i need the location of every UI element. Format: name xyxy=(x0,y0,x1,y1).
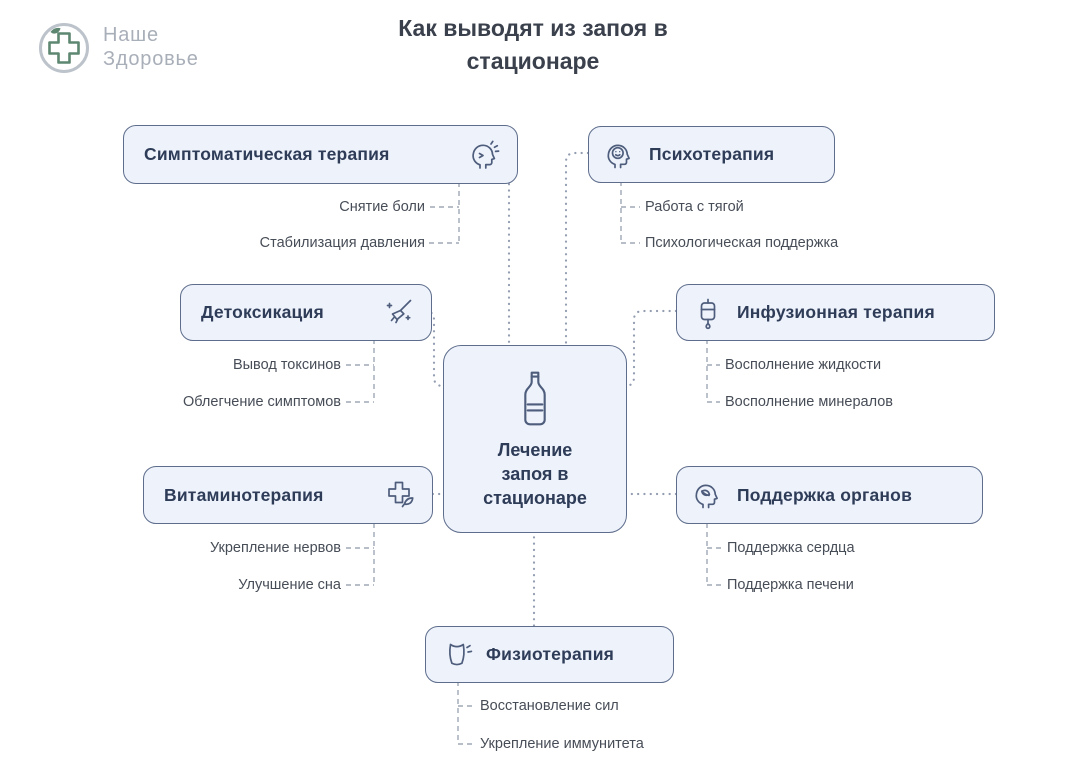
sub-item-nerve-strengthening: Укрепление нервов xyxy=(209,540,341,556)
sub-item-mineral-replenishment: Восполнение минералов xyxy=(725,394,893,410)
branch-label: Психотерапия xyxy=(649,144,775,164)
logo: Наше Здоровье xyxy=(36,20,199,76)
subitem-connectors-right xyxy=(620,181,722,586)
subitem-connectors-bottom xyxy=(457,681,475,745)
page-title-line2: стационаре xyxy=(466,47,600,74)
central-label-line3: стационаре xyxy=(483,488,587,509)
central-node: Лечение запоя в стационаре xyxy=(443,345,627,533)
branch-node-organ-support: Поддержка органов xyxy=(676,466,983,524)
sub-item-pressure-stabilization: Стабилизация давления xyxy=(259,235,425,251)
central-node-label: Лечение запоя в стационаре xyxy=(483,438,587,510)
sub-item-craving-work: Работа с тягой xyxy=(645,199,744,215)
logo-text-line2: Здоровье xyxy=(103,48,199,70)
cross-leaf-icon xyxy=(382,478,416,512)
branch-label: Инфузионная терапия xyxy=(737,302,935,322)
sub-item-toxin-removal: Вывод токсинов xyxy=(232,357,341,373)
page-title: Как выводят из запоя в стационаре xyxy=(283,12,783,77)
branch-label: Витаминотерапия xyxy=(164,484,324,505)
headache-pain-icon xyxy=(467,138,501,172)
branch-node-vitamin-therapy: Витаминотерапия xyxy=(143,466,433,524)
sub-item-symptom-relief: Облегчение симптомов xyxy=(182,394,341,410)
head-smile-icon xyxy=(603,138,637,172)
branch-node-symptomatic-therapy: Симптоматическая терапия xyxy=(123,125,518,184)
broom-sparkles-icon xyxy=(381,296,415,330)
sub-item-pain-relief: Снятие боли xyxy=(339,199,425,215)
sub-item-sleep-improvement: Улучшение сна xyxy=(238,577,341,593)
sub-item-liver-support: Поддержка печени xyxy=(727,577,854,593)
sub-item-immunity-strengthening: Укрепление иммунитета xyxy=(480,736,644,752)
sub-item-fluid-replenishment: Восполнение жидкости xyxy=(725,357,882,373)
logo-text-line1: Наше xyxy=(103,24,159,47)
head-leaf-icon xyxy=(691,478,725,512)
branch-label: Детоксикация xyxy=(201,302,324,322)
sub-item-strength-recovery: Восстановление сил xyxy=(480,698,619,714)
branch-node-detox: Детоксикация xyxy=(180,284,432,341)
branch-label: Симптоматическая терапия xyxy=(144,144,390,164)
medical-cross-icon xyxy=(36,20,92,76)
page-title-line1: Как выводят из запоя в xyxy=(398,15,668,41)
branch-node-psychotherapy: Психотерапия xyxy=(588,126,835,183)
sub-item-psychological-support: Психологическая поддержка xyxy=(645,235,839,251)
branch-node-physiotherapy: Физиотерапия xyxy=(425,626,674,683)
champagne-bottle-icon xyxy=(515,368,555,429)
branch-node-infusion-therapy: Инфузионная терапия xyxy=(676,284,995,341)
subitem-connectors-left xyxy=(346,182,460,586)
massage-icon xyxy=(440,638,474,672)
branch-label: Физиотерапия xyxy=(486,644,615,664)
sub-item-heart-support: Поддержка сердца xyxy=(727,540,855,556)
logo-text: Наше Здоровье xyxy=(103,24,199,71)
branch-label: Поддержка органов xyxy=(737,484,913,505)
iv-drip-icon xyxy=(691,296,725,330)
central-label-line1: Лечение xyxy=(497,439,573,460)
central-label-line2: запоя в xyxy=(501,463,569,484)
